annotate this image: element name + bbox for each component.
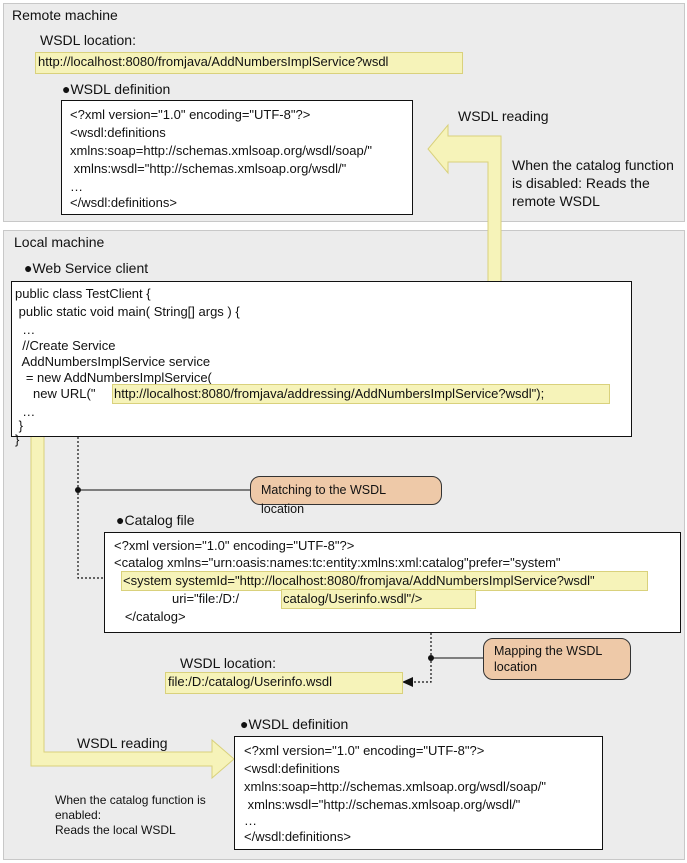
remote-wsdl-definition-label: ●WSDL definition <box>62 81 170 97</box>
catalog-line: </catalog> <box>114 609 186 624</box>
local-wsdl-location-value: file:/D:/catalog/Userinfo.wsdl <box>168 674 333 689</box>
catalog-file-box: <?xml version="1.0" encoding="UTF-8"?> <… <box>104 532 681 633</box>
bullet: ● <box>62 81 71 97</box>
client-url: http://localhost:8080/fromjava/addressin… <box>114 386 545 401</box>
catalog-uri-highlight <box>281 589 476 609</box>
local-wsdl-definition-box: <?xml version="1.0" encoding="UTF-8"?> <… <box>234 736 603 850</box>
client-line: } <box>15 418 23 433</box>
bullet: ● <box>240 716 249 732</box>
client-line: } <box>15 432 20 447</box>
enabled-note-line: enabled: <box>55 808 102 822</box>
catalog-file-label: ●Catalog file <box>116 512 195 528</box>
web-service-client-box: public class TestClient { public static … <box>11 281 632 447</box>
remote-wsdl-location-label: WSDL location: <box>40 32 136 48</box>
local-wsdl-definition-text: WSDL definition <box>248 716 349 732</box>
enabled-note-line: When the catalog function is <box>55 793 206 807</box>
remote-wsdl-reading-label: WSDL reading <box>458 108 549 124</box>
client-line: //Create Service <box>15 338 116 353</box>
local-reading-arrow <box>30 435 235 780</box>
client-line: public static void main( String[] args )… <box>15 304 240 319</box>
matching-dot <box>75 487 81 493</box>
remote-wsdl-line: </wsdl:definitions> <box>70 195 177 210</box>
client-line: = new AddNumbersImplService( <box>15 370 212 385</box>
disabled-note-line: is disabled: Reads the <box>512 175 650 191</box>
catalog-uri-value: catalog/Userinfo.wsdl"/> <box>283 591 423 606</box>
local-wsdl-line: </wsdl:definitions> <box>244 829 351 844</box>
local-wsdl-location-label: WSDL location: <box>180 655 276 671</box>
disabled-note-line: When the catalog function <box>512 157 674 173</box>
local-wsdl-line: … <box>244 813 257 828</box>
remote-wsdl-line: xmlns:soap=http://schemas.xmlsoap.org/ws… <box>70 143 372 158</box>
client-label: ●Web Service client <box>24 260 148 276</box>
local-machine-title: Local machine <box>14 234 105 250</box>
remote-wsdl-line: … <box>70 179 83 194</box>
local-wsdl-line: xmlns:wsdl="http://schemas.xmlsoap.org/w… <box>244 797 521 812</box>
client-line: AddNumbersImplService service <box>15 354 211 369</box>
local-wsdl-line: xmlns:soap=http://schemas.xmlsoap.org/ws… <box>244 779 546 794</box>
local-wsdl-location-highlight <box>165 672 403 694</box>
remote-reading-arrow <box>427 123 502 283</box>
remote-machine-title: Remote machine <box>12 7 118 23</box>
catalog-system-line: <system systemId="http://localhost:8080/… <box>123 573 595 588</box>
local-wsdl-reading-label: WSDL reading <box>77 735 168 751</box>
remote-wsdl-location-highlight <box>35 52 463 74</box>
mapping-arrowhead <box>402 677 413 687</box>
client-label-text: Web Service client <box>32 260 149 276</box>
catalog-file-label-text: Catalog file <box>124 512 195 528</box>
catalog-line: <?xml version="1.0" encoding="UTF-8"?> <box>114 538 355 553</box>
remote-wsdl-definition-box: <?xml version="1.0" encoding="UTF-8"?> <… <box>61 100 413 215</box>
client-line: … <box>15 404 36 419</box>
catalog-uri-prefix: uri="file:/D:/ <box>172 591 240 606</box>
client-line: … <box>15 322 36 337</box>
client-line: public class TestClient { <box>15 286 151 301</box>
remote-wsdl-line: xmlns:wsdl="http://schemas.xmlsoap.org/w… <box>70 161 347 176</box>
local-wsdl-definition-label: ●WSDL definition <box>240 716 348 732</box>
remote-wsdl-location-value: http://localhost:8080/fromjava/AddNumber… <box>38 54 389 69</box>
local-wsdl-line: <?xml version="1.0" encoding="UTF-8"?> <box>244 743 485 758</box>
matching-callout: Matching to the WSDL location <box>250 476 442 516</box>
bullet: ● <box>24 260 33 276</box>
client-url-highlight <box>112 384 610 404</box>
matching-dotted-line <box>77 437 112 579</box>
catalog-line: <catalog xmlns="urn:oasis:names:tc:entit… <box>114 555 561 570</box>
disabled-note-line: remote WSDL <box>512 193 600 209</box>
remote-wsdl-line: <?xml version="1.0" encoding="UTF-8"?> <box>70 107 311 122</box>
remote-wsdl-line: <wsdl:definitions <box>70 125 166 140</box>
mapping-dot <box>428 655 434 661</box>
remote-wsdl-definition-text: WSDL definition <box>70 81 171 97</box>
local-wsdl-line: <wsdl:definitions <box>244 761 340 776</box>
bullet: ● <box>116 512 125 528</box>
client-line: new URL(" <box>15 386 96 401</box>
enabled-note-line: Reads the local WSDL <box>55 823 176 837</box>
mapping-callout: Mapping the WSDL location <box>483 638 631 680</box>
